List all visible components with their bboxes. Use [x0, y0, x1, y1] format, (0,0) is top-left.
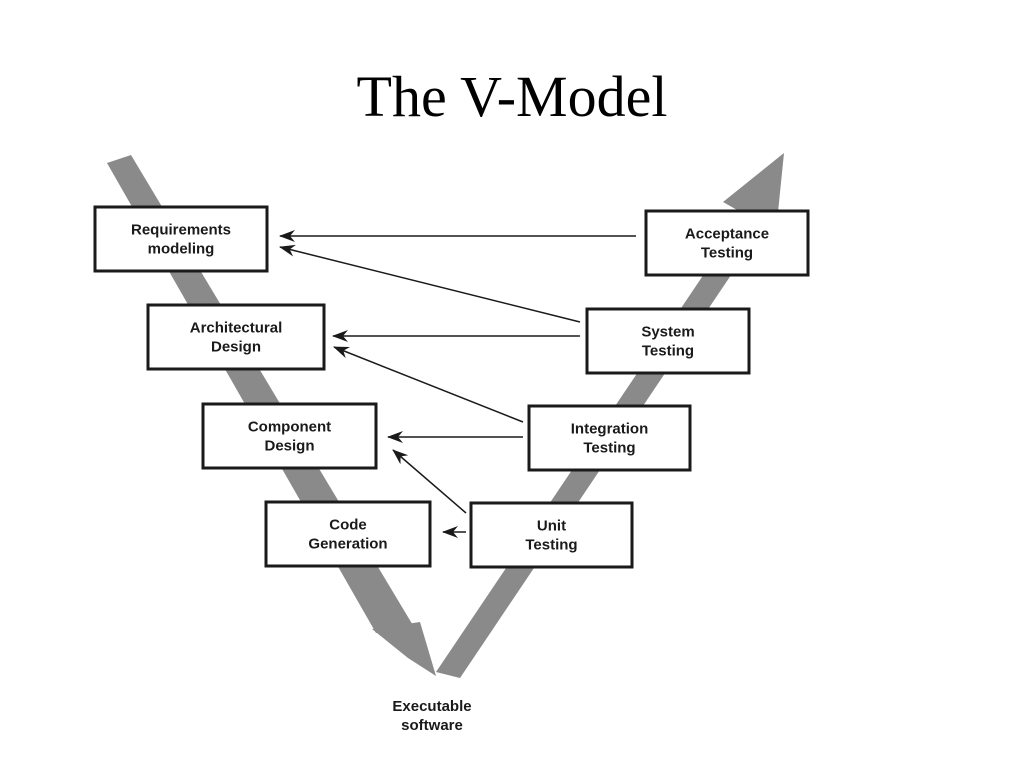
system-label-line-2: Testing	[642, 343, 694, 360]
connector-system-to-requirements	[279, 244, 581, 323]
v-band-down-arrowhead	[372, 622, 436, 676]
requirements-box-border	[93, 205, 269, 273]
architectural-box-border	[146, 303, 326, 371]
system-label-line-1: System	[641, 324, 694, 341]
executable-software-label: Executable software	[392, 698, 471, 734]
code-box-border	[264, 500, 432, 568]
architectural-label-line-1: Architectural	[190, 320, 283, 337]
unit-box-border	[469, 501, 634, 569]
code-label-line-1: Code	[329, 517, 367, 534]
acceptance-label-line-2: Testing	[701, 245, 753, 262]
unit-label-line-2: Testing	[525, 537, 577, 554]
executable-software-line-1: Executable	[392, 698, 471, 715]
integration-label-line-1: Integration	[571, 421, 649, 438]
component-box-border	[201, 402, 378, 470]
connector-lines	[279, 230, 636, 538]
component-label-line-1: Component	[248, 419, 331, 436]
requirements-label-line-2: modeling	[148, 241, 215, 258]
connector-unit-to-component	[392, 449, 467, 514]
requirements-label-line-1: Requirements	[131, 222, 231, 239]
system-box-border	[585, 307, 751, 375]
stage-boxes: RequirementsmodelingArchitecturalDesignC…	[93, 205, 810, 569]
acceptance-label-line-1: Acceptance	[685, 226, 769, 243]
acceptance-box-border	[644, 209, 810, 277]
requirements-box: Requirements modeling	[93, 205, 269, 273]
integration-box-border	[527, 404, 692, 472]
page-title: The V-Model	[356, 64, 668, 129]
architectural-label-line-2: Design	[211, 339, 261, 356]
executable-software-line-2: software	[401, 717, 463, 734]
unit-label-line-1: Unit	[537, 518, 566, 535]
integration-label-line-2: Testing	[583, 440, 635, 457]
code-label-line-2: Generation	[308, 536, 387, 553]
connector-integration-to-architectural	[333, 346, 524, 423]
component-label-line-2: Design	[264, 438, 314, 455]
